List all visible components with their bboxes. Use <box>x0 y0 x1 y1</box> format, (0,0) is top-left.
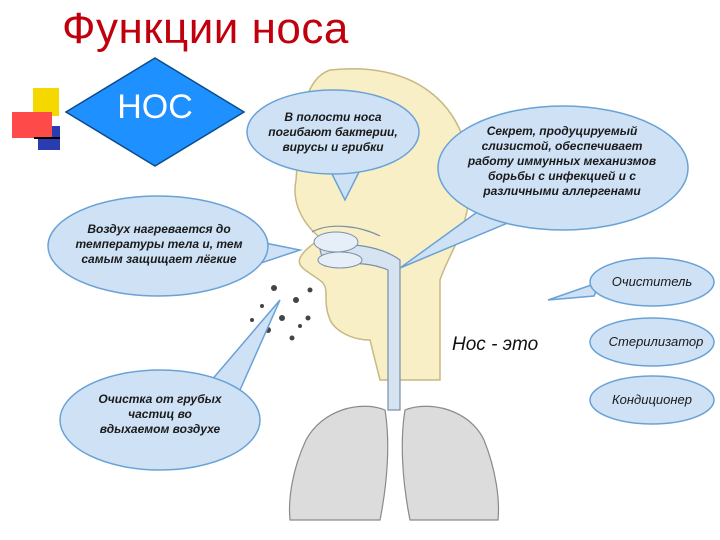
nose-is-box <box>444 326 552 360</box>
red-square-decoration <box>12 112 52 138</box>
airway <box>311 225 401 411</box>
lungs <box>288 405 500 521</box>
bubble-text-bacteria: В полости носа погибают бактерии, вирусы… <box>268 110 398 154</box>
diamond-label: НОС <box>117 88 193 126</box>
black-line-decoration <box>34 137 60 139</box>
function-conditioner: Кондиционер <box>612 392 692 407</box>
bubble-text-secretion: Секрет, продуцируемый слизистой, обеспеч… <box>467 124 657 198</box>
bubble-left-lower <box>59 299 281 471</box>
function-bubble-conditioner <box>589 375 715 425</box>
nose-is-label: Нос - это <box>452 334 539 355</box>
function-bubble-sterilizer <box>589 317 715 367</box>
bubble-top-center <box>246 89 420 202</box>
nose-diamond <box>64 57 246 167</box>
slide-title: Функции носа <box>62 4 349 53</box>
bubble-top-right <box>399 105 689 269</box>
bubble-text-filtering: Очистка от грубых частиц во вдыхаемом во… <box>98 392 222 436</box>
function-cleaner: Очиститель <box>611 274 693 289</box>
bubble-text-warming: Воздух нагревается до температуры тела и… <box>75 222 243 266</box>
function-sterilizer: Стерилизатор <box>608 334 704 349</box>
function-bubble-cleaner <box>547 257 715 307</box>
bubble-left-upper <box>47 195 303 297</box>
yellow-square-decoration <box>33 88 59 116</box>
